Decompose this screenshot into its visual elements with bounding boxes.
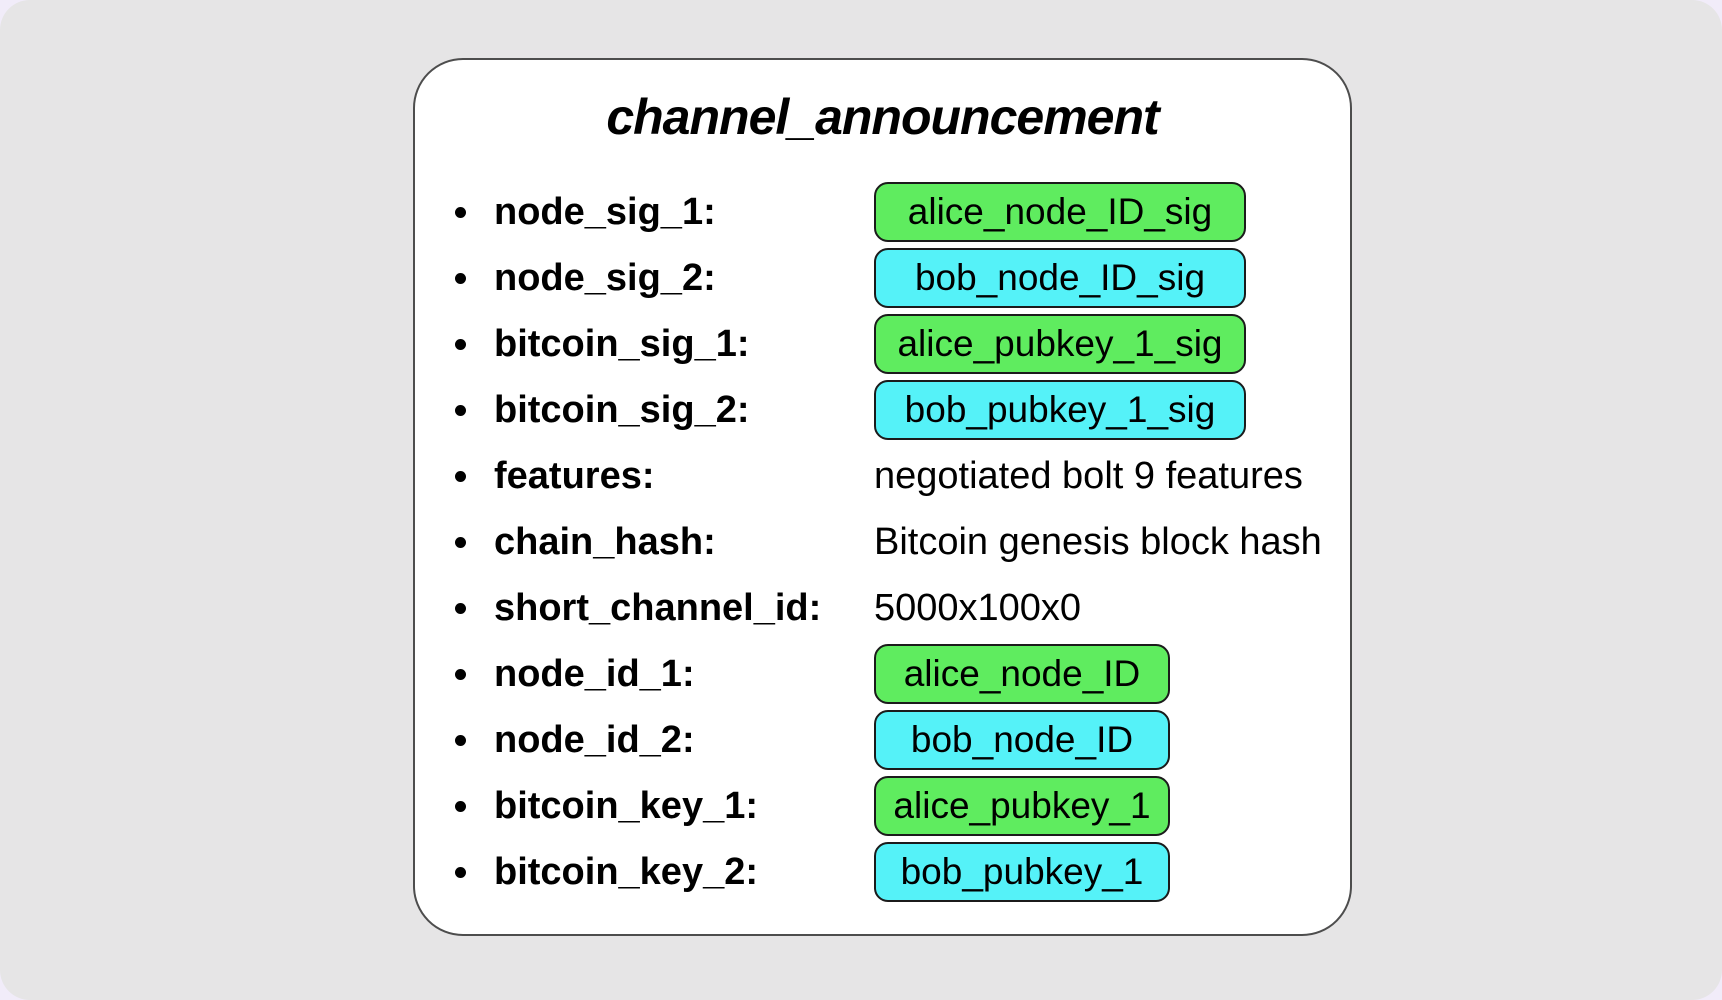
field-label: chain_hash: (494, 520, 716, 563)
field-list: node_sig_1: alice_node_ID_sig node_sig_2… (415, 179, 1350, 905)
bullet-icon (455, 404, 494, 416)
bullet-icon (455, 800, 494, 812)
channel-announcement-card: channel_announcement node_sig_1: alice_n… (413, 58, 1352, 936)
field-label: node_id_2: (494, 718, 695, 761)
field-label: bitcoin_sig_1: (494, 322, 750, 365)
field-row-chain-hash: chain_hash: Bitcoin genesis block hash (415, 509, 1350, 575)
field-row-node-id-1: node_id_1: alice_node_ID (415, 641, 1350, 707)
value-box-bob: bob_node_ID_sig (874, 248, 1246, 308)
value-box-bob: bob_pubkey_1_sig (874, 380, 1246, 440)
value-box-alice: alice_node_ID_sig (874, 182, 1246, 242)
value-box-alice: alice_pubkey_1 (874, 776, 1170, 836)
field-value-text: Bitcoin genesis block hash (874, 520, 1322, 563)
field-label: node_sig_2: (494, 256, 716, 299)
field-value-text: negotiated bolt 9 features (874, 454, 1303, 497)
field-row-node-sig-1: node_sig_1: alice_node_ID_sig (415, 179, 1350, 245)
bullet-icon (455, 734, 494, 746)
bullet-icon (455, 206, 494, 218)
field-row-bitcoin-sig-2: bitcoin_sig_2: bob_pubkey_1_sig (415, 377, 1350, 443)
bullet-icon (455, 668, 494, 680)
field-label: node_id_1: (494, 652, 695, 695)
value-box-alice: alice_node_ID (874, 644, 1170, 704)
field-row-features: features: negotiated bolt 9 features (415, 443, 1350, 509)
bullet-icon (455, 866, 494, 878)
field-label: node_sig_1: (494, 190, 716, 233)
field-value-text: 5000x100x0 (874, 586, 1082, 629)
field-label: features: (494, 454, 655, 497)
field-label: bitcoin_key_1: (494, 784, 758, 827)
value-box-bob: bob_pubkey_1 (874, 842, 1170, 902)
field-row-node-sig-2: node_sig_2: bob_node_ID_sig (415, 245, 1350, 311)
field-row-bitcoin-key-2: bitcoin_key_2: bob_pubkey_1 (415, 839, 1350, 905)
bullet-icon (455, 338, 494, 350)
field-row-bitcoin-key-1: bitcoin_key_1: alice_pubkey_1 (415, 773, 1350, 839)
field-row-bitcoin-sig-1: bitcoin_sig_1: alice_pubkey_1_sig (415, 311, 1350, 377)
field-row-short-channel-id: short_channel_id: 5000x100x0 (415, 575, 1350, 641)
field-row-node-id-2: node_id_2: bob_node_ID (415, 707, 1350, 773)
bullet-icon (455, 470, 494, 482)
field-label: short_channel_id: (494, 586, 822, 629)
value-box-alice: alice_pubkey_1_sig (874, 314, 1246, 374)
field-label: bitcoin_key_2: (494, 850, 758, 893)
bullet-icon (455, 272, 494, 284)
bullet-icon (455, 536, 494, 548)
field-label: bitcoin_sig_2: (494, 388, 750, 431)
value-box-bob: bob_node_ID (874, 710, 1170, 770)
card-title: channel_announcement (606, 89, 1159, 145)
bullet-icon (455, 602, 494, 614)
